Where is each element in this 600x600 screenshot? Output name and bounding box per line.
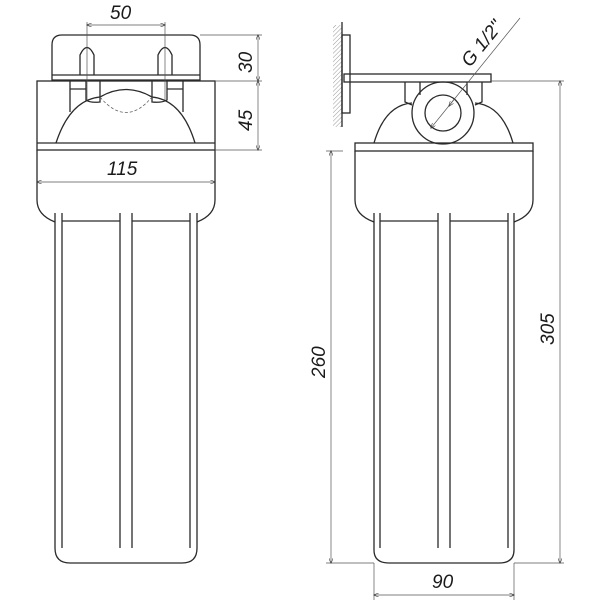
front-bowl [54,213,198,564]
dim-inlet-spacing: 50 [110,3,132,24]
wall-hatch [333,25,342,127]
front-view: 50 30 45 115 [36,3,262,564]
mounting-bracket [343,73,492,83]
dim-total-height: 305 [538,313,559,345]
dim-bowl-height: 260 [309,346,330,379]
inlet-port-inner [424,94,462,132]
front-top-cap [51,34,201,81]
side-view: G 1/2" 305 260 90 [309,16,564,600]
side-bowl [373,213,515,564]
front-head [36,80,216,151]
front-dome [55,96,196,144]
inlet-port-outer [411,81,475,145]
dim-cap-height: 30 [236,51,257,73]
side-dome [373,102,514,144]
dim-head-width: 115 [107,159,138,180]
front-bowl-shoulder [36,150,216,223]
dimension-inlet-spacing [87,22,165,100]
dimension-cap-height [200,35,262,150]
dim-head-height: 45 [236,109,257,131]
side-bowl-shoulder [354,151,534,223]
dim-bowl-width: 90 [432,572,454,593]
dim-thread: G 1/2" [458,16,509,72]
